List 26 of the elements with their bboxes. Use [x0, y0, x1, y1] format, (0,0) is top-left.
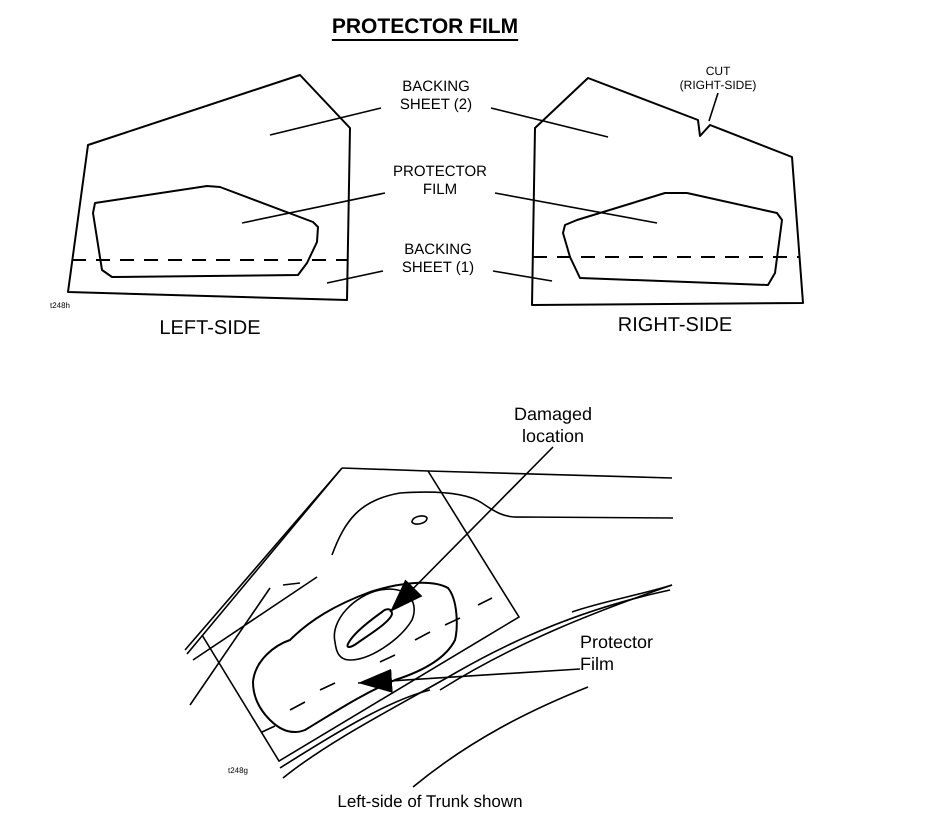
figure-code: t248h — [48, 301, 72, 311]
leader-line — [494, 192, 658, 224]
film-outline — [562, 192, 783, 286]
arrow — [358, 668, 580, 693]
callout-label: Damaged location — [500, 404, 606, 448]
arrow — [389, 446, 554, 613]
leader-line — [326, 270, 384, 284]
part-label: BACKING SHEET (1) — [383, 241, 493, 277]
leader-line — [242, 192, 386, 224]
part-label: CUT (RIGHT-SIDE) — [675, 64, 761, 93]
film-outline — [252, 582, 458, 733]
film-outline — [92, 185, 319, 278]
leader-line — [492, 270, 552, 282]
caption: Left-side of Trunk shown — [336, 792, 524, 812]
leader-line — [490, 107, 608, 138]
callout-label: Protector Film — [580, 632, 680, 676]
title: PROTECTOR FILM — [330, 14, 520, 40]
damage-outline — [346, 608, 393, 648]
leader-line — [270, 107, 382, 136]
figure-code: t248g — [226, 766, 250, 776]
view-label: RIGHT-SIDE — [616, 313, 734, 337]
part-label: PROTECTOR FILM — [385, 163, 495, 199]
view-label: LEFT-SIDE — [158, 316, 262, 340]
backing-sheet-outline — [531, 77, 804, 306]
backing-sheet-outline — [67, 74, 351, 301]
part-label: BACKING SHEET (2) — [381, 78, 491, 114]
